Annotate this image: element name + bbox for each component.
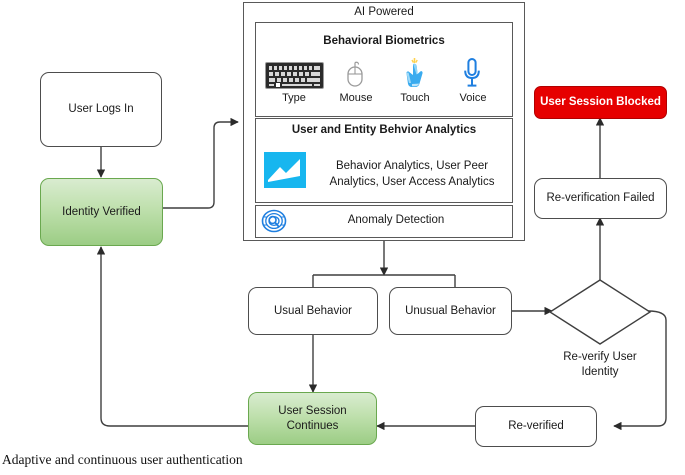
node-reverified[interactable]: Re-verified xyxy=(475,406,597,447)
node-unusual-behavior[interactable]: Unusual Behavior xyxy=(389,287,512,335)
edge-identity-to-ai xyxy=(163,117,239,209)
node-unusual-behavior-label: Unusual Behavior xyxy=(405,304,496,317)
biometric-label-mouse: Mouse xyxy=(339,92,373,104)
node-user-session-blocked[interactable]: User Session Blocked xyxy=(534,86,667,119)
panel-anomaly-detection xyxy=(255,205,513,238)
ueba-description-line2: Analytics, User Access Analytics xyxy=(329,175,495,188)
node-identity-verified-label: Identity Verified xyxy=(62,205,141,218)
node-reverification-failed[interactable]: Re-verification Failed xyxy=(534,178,667,219)
edge-session-to-identity xyxy=(96,246,248,427)
biometric-label-type: Type xyxy=(282,92,306,104)
panel-anomaly-detection-title: Anomaly Detection xyxy=(347,214,445,226)
biometric-label-voice: Voice xyxy=(459,92,487,104)
panel-behavioral-biometrics-title: Behavioral Biometrics xyxy=(323,35,445,47)
node-user-logs-in-label: User Logs In xyxy=(68,103,134,116)
node-user-session-blocked-label: User Session Blocked xyxy=(540,96,661,109)
decision-label-line2: Identity xyxy=(581,365,619,378)
ueba-description: Behavior Analytics, User Peer Analytics,… xyxy=(312,159,512,190)
node-user-session-continues[interactable]: User Session Continues xyxy=(248,392,377,445)
session-continues-line2: Continues xyxy=(286,419,339,432)
node-reverified-label: Re-verified xyxy=(508,420,564,433)
panel-ueba-title: User and Entity Behvior Analytics xyxy=(291,124,477,136)
ueba-description-line1: Behavior Analytics, User Peer xyxy=(335,160,489,172)
figure-caption: Adaptive and continuous user authenticat… xyxy=(2,452,243,467)
panel-ai-powered-title: AI Powered xyxy=(354,6,414,18)
node-user-session-continues-label: User Session Continues xyxy=(278,404,346,433)
decision-label: Re-verify User Identity xyxy=(540,350,660,380)
node-usual-behavior-label: Usual Behavior xyxy=(274,304,352,317)
microphone-icon xyxy=(462,58,482,89)
session-continues-line1: User Session xyxy=(278,405,347,418)
analytics-chart-icon xyxy=(264,152,306,188)
touch-hand-icon xyxy=(404,57,426,89)
decision-reverify-user-identity[interactable] xyxy=(548,278,652,346)
fingerprint-scan-icon xyxy=(261,209,287,234)
biometric-label-touch: Touch xyxy=(400,92,430,104)
decision-label-line1: Re-verify User xyxy=(563,351,637,363)
node-user-logs-in[interactable]: User Logs In xyxy=(40,72,162,147)
mouse-icon xyxy=(346,60,364,88)
node-reverification-failed-label: Re-verification Failed xyxy=(546,192,655,205)
node-usual-behavior[interactable]: Usual Behavior xyxy=(248,287,378,335)
keyboard-icon xyxy=(265,62,324,89)
node-identity-verified[interactable]: Identity Verified xyxy=(40,178,163,246)
